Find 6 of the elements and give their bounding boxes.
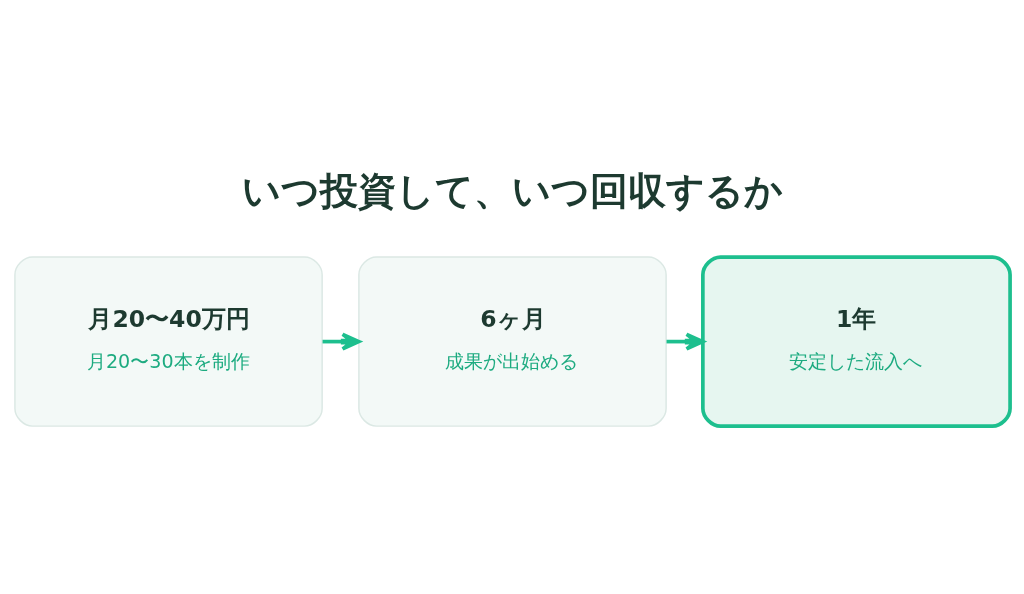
node-box: 1年 安定した流入へ — [700, 254, 1012, 428]
node-box: 月20〜40万円 月20〜30本を制作 — [13, 255, 323, 427]
arrow — [322, 332, 361, 351]
arrow — [666, 332, 705, 351]
diagram-title: いつ投資して、いつ回収するか — [241, 168, 783, 213]
node-box: 6ヶ月 成果が出始める — [357, 255, 667, 427]
